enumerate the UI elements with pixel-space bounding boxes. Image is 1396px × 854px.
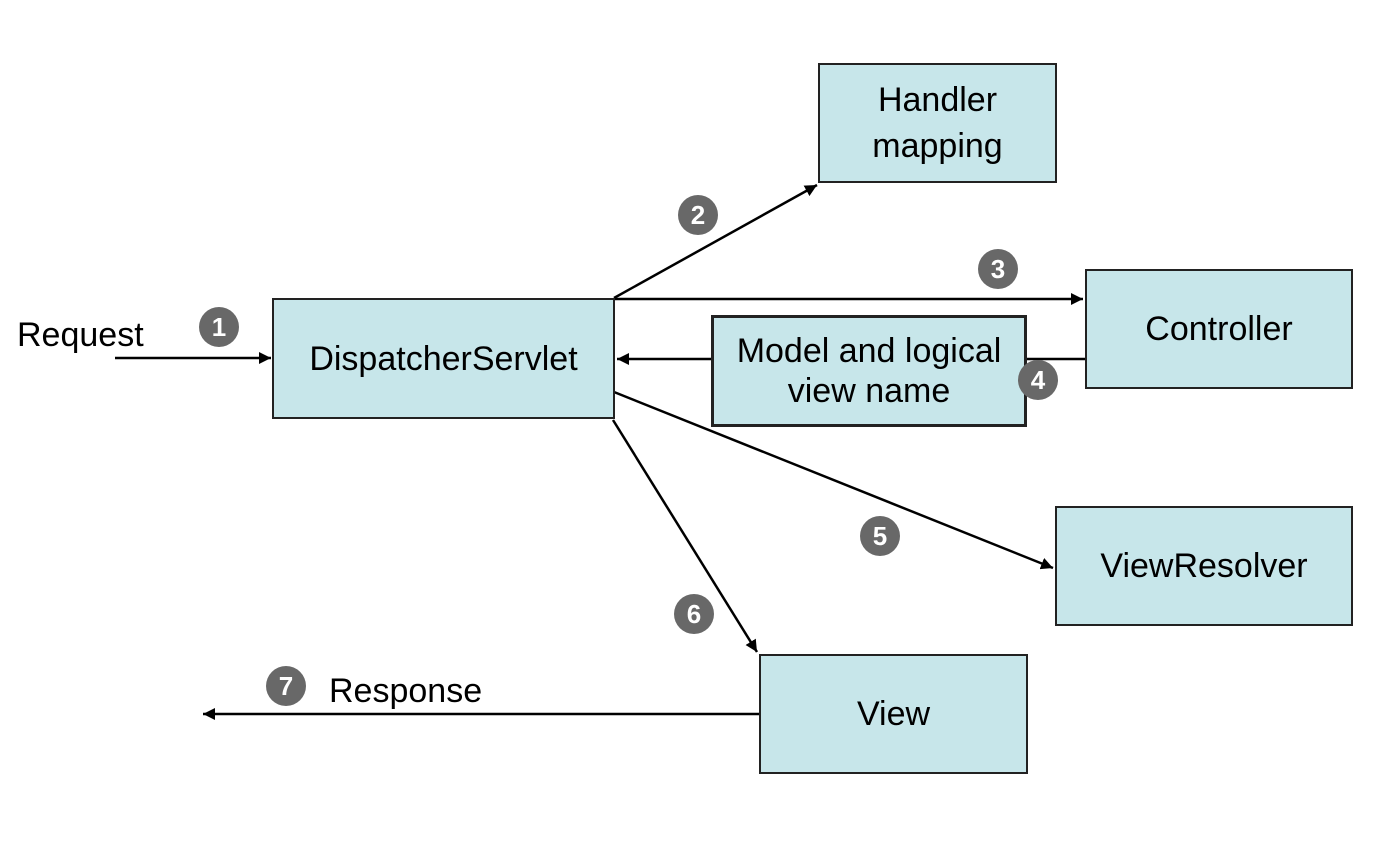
model-view-label-line1: Model and logical xyxy=(736,332,1002,370)
handler-mapping-label-line2: mapping xyxy=(872,127,1003,165)
request-label: Request xyxy=(17,316,144,354)
step-4-badge: 4 xyxy=(1018,360,1058,400)
dispatcher-servlet-box: DispatcherServlet xyxy=(272,298,615,419)
view-resolver-box: ViewResolver xyxy=(1055,506,1353,626)
view-label: View xyxy=(856,695,931,733)
step-1-badge: 1 xyxy=(199,307,239,347)
view-box: View xyxy=(759,654,1028,774)
step-5-badge: 5 xyxy=(860,516,900,556)
response-label: Response xyxy=(329,672,483,710)
dispatcher-servlet-label: DispatcherServlet xyxy=(309,339,578,378)
controller-box: Controller xyxy=(1085,269,1353,389)
model-view-label-line2: view name xyxy=(787,372,951,410)
step-2-badge: 2 xyxy=(678,195,718,235)
view-arrow xyxy=(611,419,759,653)
controller-label: Controller xyxy=(1145,310,1293,348)
model-and-view-name-box: Model and logical view name xyxy=(711,315,1027,427)
view-resolver-label: ViewResolver xyxy=(1100,547,1308,585)
step-3-badge: 3 xyxy=(978,249,1018,289)
step-6-badge: 6 xyxy=(674,594,714,634)
handler-mapping-box: Handler mapping xyxy=(818,63,1057,183)
step-7-badge: 7 xyxy=(266,666,306,706)
handler-mapping-arrow xyxy=(613,183,818,300)
handler-mapping-label-line1: Handler xyxy=(877,81,998,119)
view-resolver-arrow xyxy=(613,390,1054,570)
